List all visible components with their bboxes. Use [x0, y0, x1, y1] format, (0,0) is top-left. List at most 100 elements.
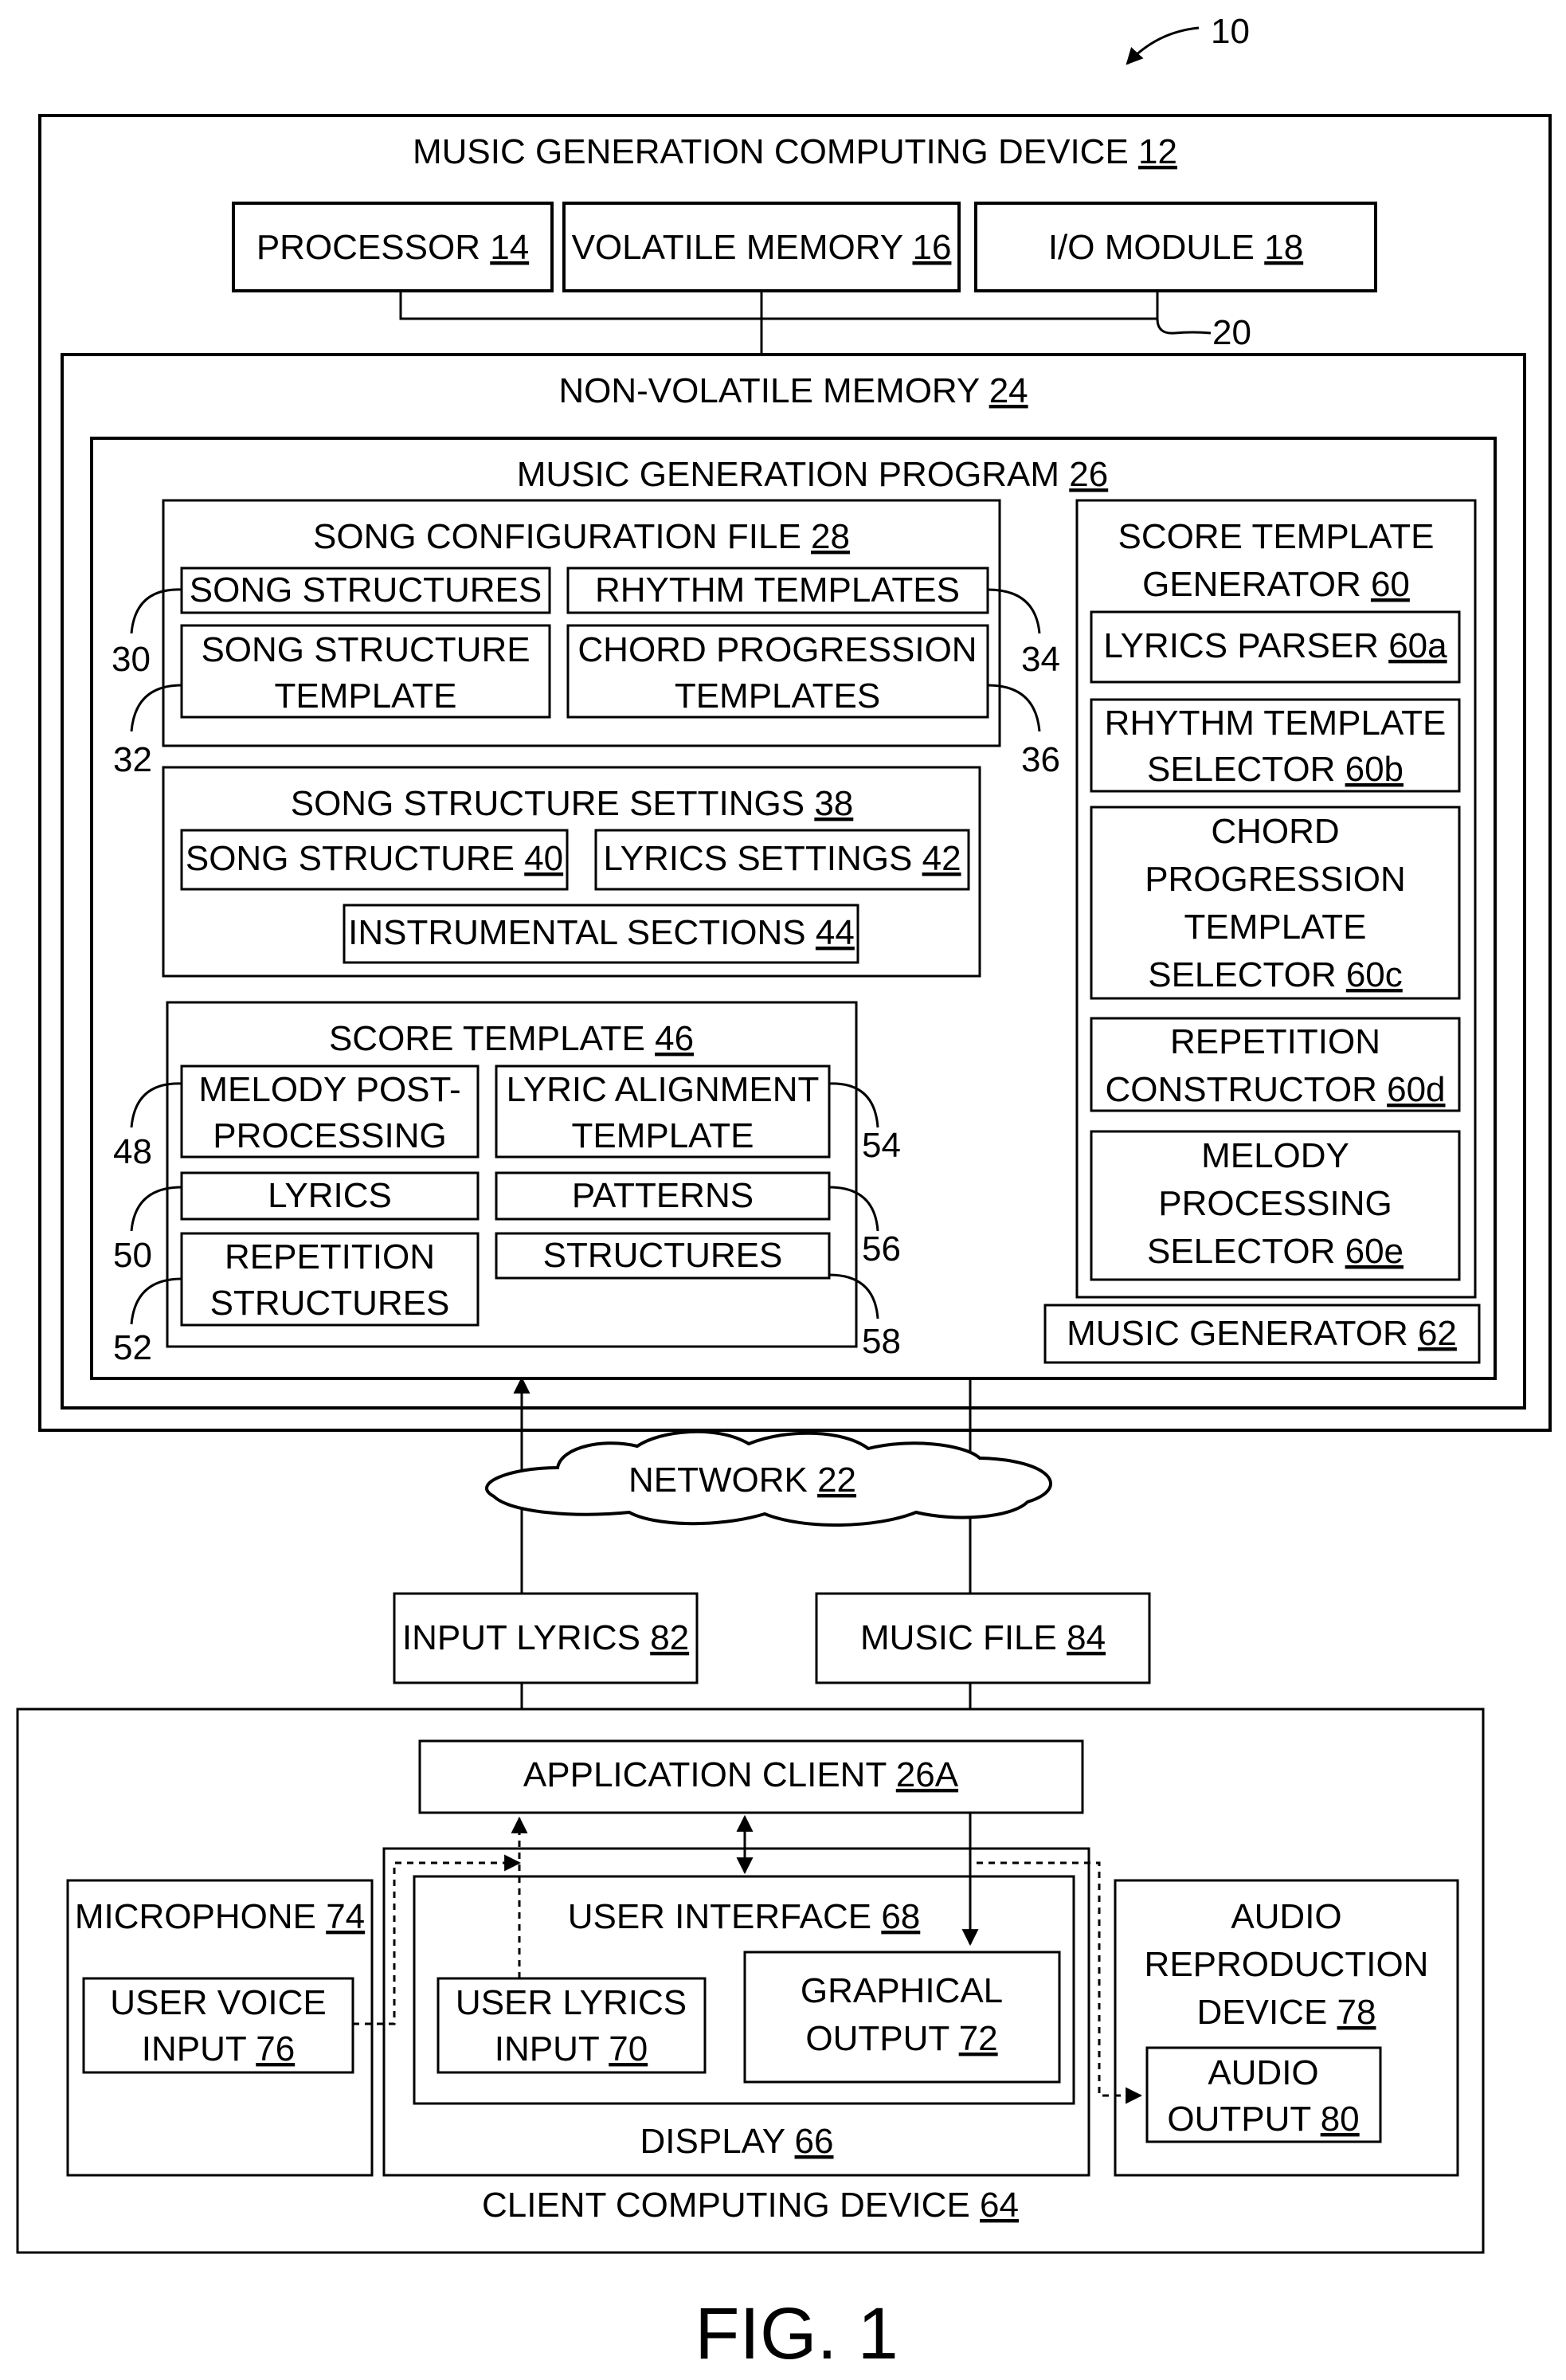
- audio-output-label-2: OUTPUT 80: [1167, 2100, 1359, 2139]
- io-module-label: I/O MODULE 18: [1048, 228, 1303, 267]
- lyrics-settings-box: [594, 829, 970, 891]
- rhythm-template-selector-box: [1090, 698, 1461, 793]
- song-structure-label: SONG STRUCTURE 40: [186, 839, 563, 878]
- structures-label: STRUCTURES: [543, 1236, 783, 1275]
- audio-device-label-1: AUDIO: [1231, 1897, 1341, 1936]
- application-client-box: [418, 1739, 1084, 1814]
- ref-32: 32: [113, 740, 152, 779]
- instrumental-sections-box: [343, 904, 859, 964]
- melody-processing-selector-box: [1090, 1130, 1461, 1281]
- lyric-alignment-template-label-2: TEMPLATE: [571, 1116, 754, 1155]
- leader-50: [130, 1186, 182, 1232]
- input-lyrics-box: [393, 1592, 699, 1684]
- volatile-memory-label: VOLATILE MEMORY 16: [572, 228, 952, 267]
- audio-device-label-3: DEVICE 78: [1196, 1993, 1376, 2032]
- audio-device-label-2: REPRODUCTION: [1145, 1945, 1429, 1984]
- song-structures-label: SONG STRUCTURES: [190, 570, 542, 610]
- patterns-label: PATTERNS: [572, 1176, 754, 1215]
- leader-56: [828, 1186, 879, 1232]
- ref-34: 34: [1021, 640, 1060, 679]
- io-module-box: [974, 202, 1377, 292]
- leader-58: [828, 1273, 879, 1319]
- song-configuration-file-label: SONG CONFIGURATION FILE 28: [313, 517, 850, 556]
- client-computing-device-label: CLIENT COMPUTING DEVICE 64: [482, 2186, 1019, 2225]
- repetition-structures-box: [180, 1232, 480, 1327]
- user-voice-input-box: [82, 1977, 354, 2074]
- processor-label: PROCESSOR 14: [256, 228, 529, 267]
- song-structures-box: [180, 567, 551, 614]
- melody-processing-selector-label-1: MELODY: [1201, 1136, 1349, 1175]
- audio-output-label-1: AUDIO: [1208, 2053, 1318, 2092]
- ref-48: 48: [113, 1132, 152, 1171]
- song-structure-template-box: [180, 624, 551, 719]
- melody-post-processing-box: [180, 1065, 480, 1159]
- melody-processing-selector-label-3: SELECTOR 60e: [1147, 1232, 1404, 1271]
- chord-selector-label-1: CHORD: [1211, 812, 1339, 851]
- repetition-constructor-label-1: REPETITION: [1170, 1022, 1380, 1061]
- ref-56: 56: [862, 1229, 901, 1268]
- application-client-label: APPLICATION CLIENT 26A: [523, 1755, 959, 1794]
- score-template-generator-label-2: GENERATOR 60: [1142, 565, 1410, 604]
- music-generation-program-label: MUSIC GENERATION PROGRAM 26: [517, 455, 1108, 494]
- bus-ref: 20: [1212, 313, 1251, 352]
- figure-caption: FIG. 1: [695, 2293, 898, 2374]
- microphone-label: MICROPHONE 74: [75, 1897, 365, 1936]
- leader-34: [987, 588, 1041, 634]
- instrumental-sections-label: INSTRUMENTAL SECTIONS 44: [348, 913, 855, 952]
- song-structure-template-label-2: TEMPLATE: [274, 676, 456, 716]
- leader-32: [130, 684, 182, 732]
- network-label: NETWORK 22: [628, 1461, 856, 1500]
- figure-ref-arrow: [1126, 26, 1200, 65]
- ref-52: 52: [113, 1328, 152, 1367]
- music-file-box: [815, 1592, 1151, 1684]
- music-generator-label: MUSIC GENERATOR 62: [1067, 1314, 1457, 1353]
- score-template-generator-label-1: SCORE TEMPLATE: [1118, 517, 1435, 556]
- music-file-label: MUSIC FILE 84: [860, 1618, 1106, 1657]
- music-generator-box: [1043, 1304, 1481, 1364]
- score-template-label: SCORE TEMPLATE 46: [329, 1019, 694, 1058]
- patterns-box: [495, 1171, 831, 1221]
- melody-post-processing-label-1: MELODY POST-: [198, 1070, 460, 1109]
- lyrics-box: [180, 1171, 480, 1221]
- audio-output-box: [1145, 2046, 1382, 2143]
- graphical-output-box: [743, 1951, 1061, 2084]
- network-cloud: [485, 1429, 1052, 1527]
- voice-input-dashed-path: [353, 1854, 522, 2025]
- ref-30: 30: [112, 640, 151, 679]
- melody-post-processing-label-2: PROCESSING: [213, 1116, 446, 1155]
- non-volatile-memory-label: NON-VOLATILE MEMORY 24: [558, 371, 1028, 410]
- input-lyrics-label: INPUT LYRICS 82: [402, 1618, 689, 1657]
- chord-selector-label-4: SELECTOR 60c: [1148, 955, 1403, 994]
- chord-progression-templates-label-1: CHORD PROGRESSION: [577, 630, 977, 669]
- bus-leader: [1156, 318, 1212, 335]
- graphical-output-label-2: OUTPUT 72: [805, 2019, 997, 2058]
- repetition-constructor-box: [1090, 1017, 1461, 1112]
- leader-54: [828, 1082, 879, 1128]
- lyrics-settings-label: LYRICS SETTINGS 42: [603, 839, 961, 878]
- lyrics-parser-box: [1090, 610, 1461, 684]
- user-voice-input-label-2: INPUT 76: [142, 2029, 295, 2068]
- chord-progression-templates-label-2: TEMPLATES: [675, 676, 880, 716]
- leader-36: [987, 684, 1041, 732]
- processor-box: [232, 202, 554, 292]
- ref-58: 58: [862, 1322, 901, 1361]
- lyric-alignment-template-label-1: LYRIC ALIGNMENT: [507, 1070, 820, 1109]
- repetition-constructor-label-2: CONSTRUCTOR 60d: [1105, 1070, 1445, 1109]
- figure-ref-number: 10: [1211, 12, 1250, 51]
- melody-processing-selector-label-2: PROCESSING: [1158, 1184, 1392, 1223]
- leader-30: [130, 588, 182, 634]
- chord-selector-label-3: TEMPLATE: [1184, 908, 1366, 947]
- user-lyrics-input-label-2: INPUT 70: [495, 2029, 648, 2068]
- leader-52: [130, 1277, 182, 1325]
- user-voice-input-label-1: USER VOICE: [110, 1983, 326, 2022]
- chord-selector-label-2: PROGRESSION: [1145, 860, 1406, 899]
- lyrics-parser-label: LYRICS PARSER 60a: [1103, 626, 1447, 665]
- user-interface-label: USER INTERFACE 68: [568, 1897, 921, 1936]
- rhythm-templates-label: RHYTHM TEMPLATES: [595, 570, 960, 610]
- display-label: DISPLAY 66: [640, 2122, 834, 2161]
- rhythm-template-selector-label-1: RHYTHM TEMPLATE: [1105, 704, 1447, 743]
- repetition-structures-label-2: STRUCTURES: [210, 1284, 450, 1323]
- song-structure-template-label-1: SONG STRUCTURE: [201, 630, 530, 669]
- graphical-output-label-1: GRAPHICAL: [801, 1971, 1003, 2010]
- system-bus: [399, 291, 1159, 355]
